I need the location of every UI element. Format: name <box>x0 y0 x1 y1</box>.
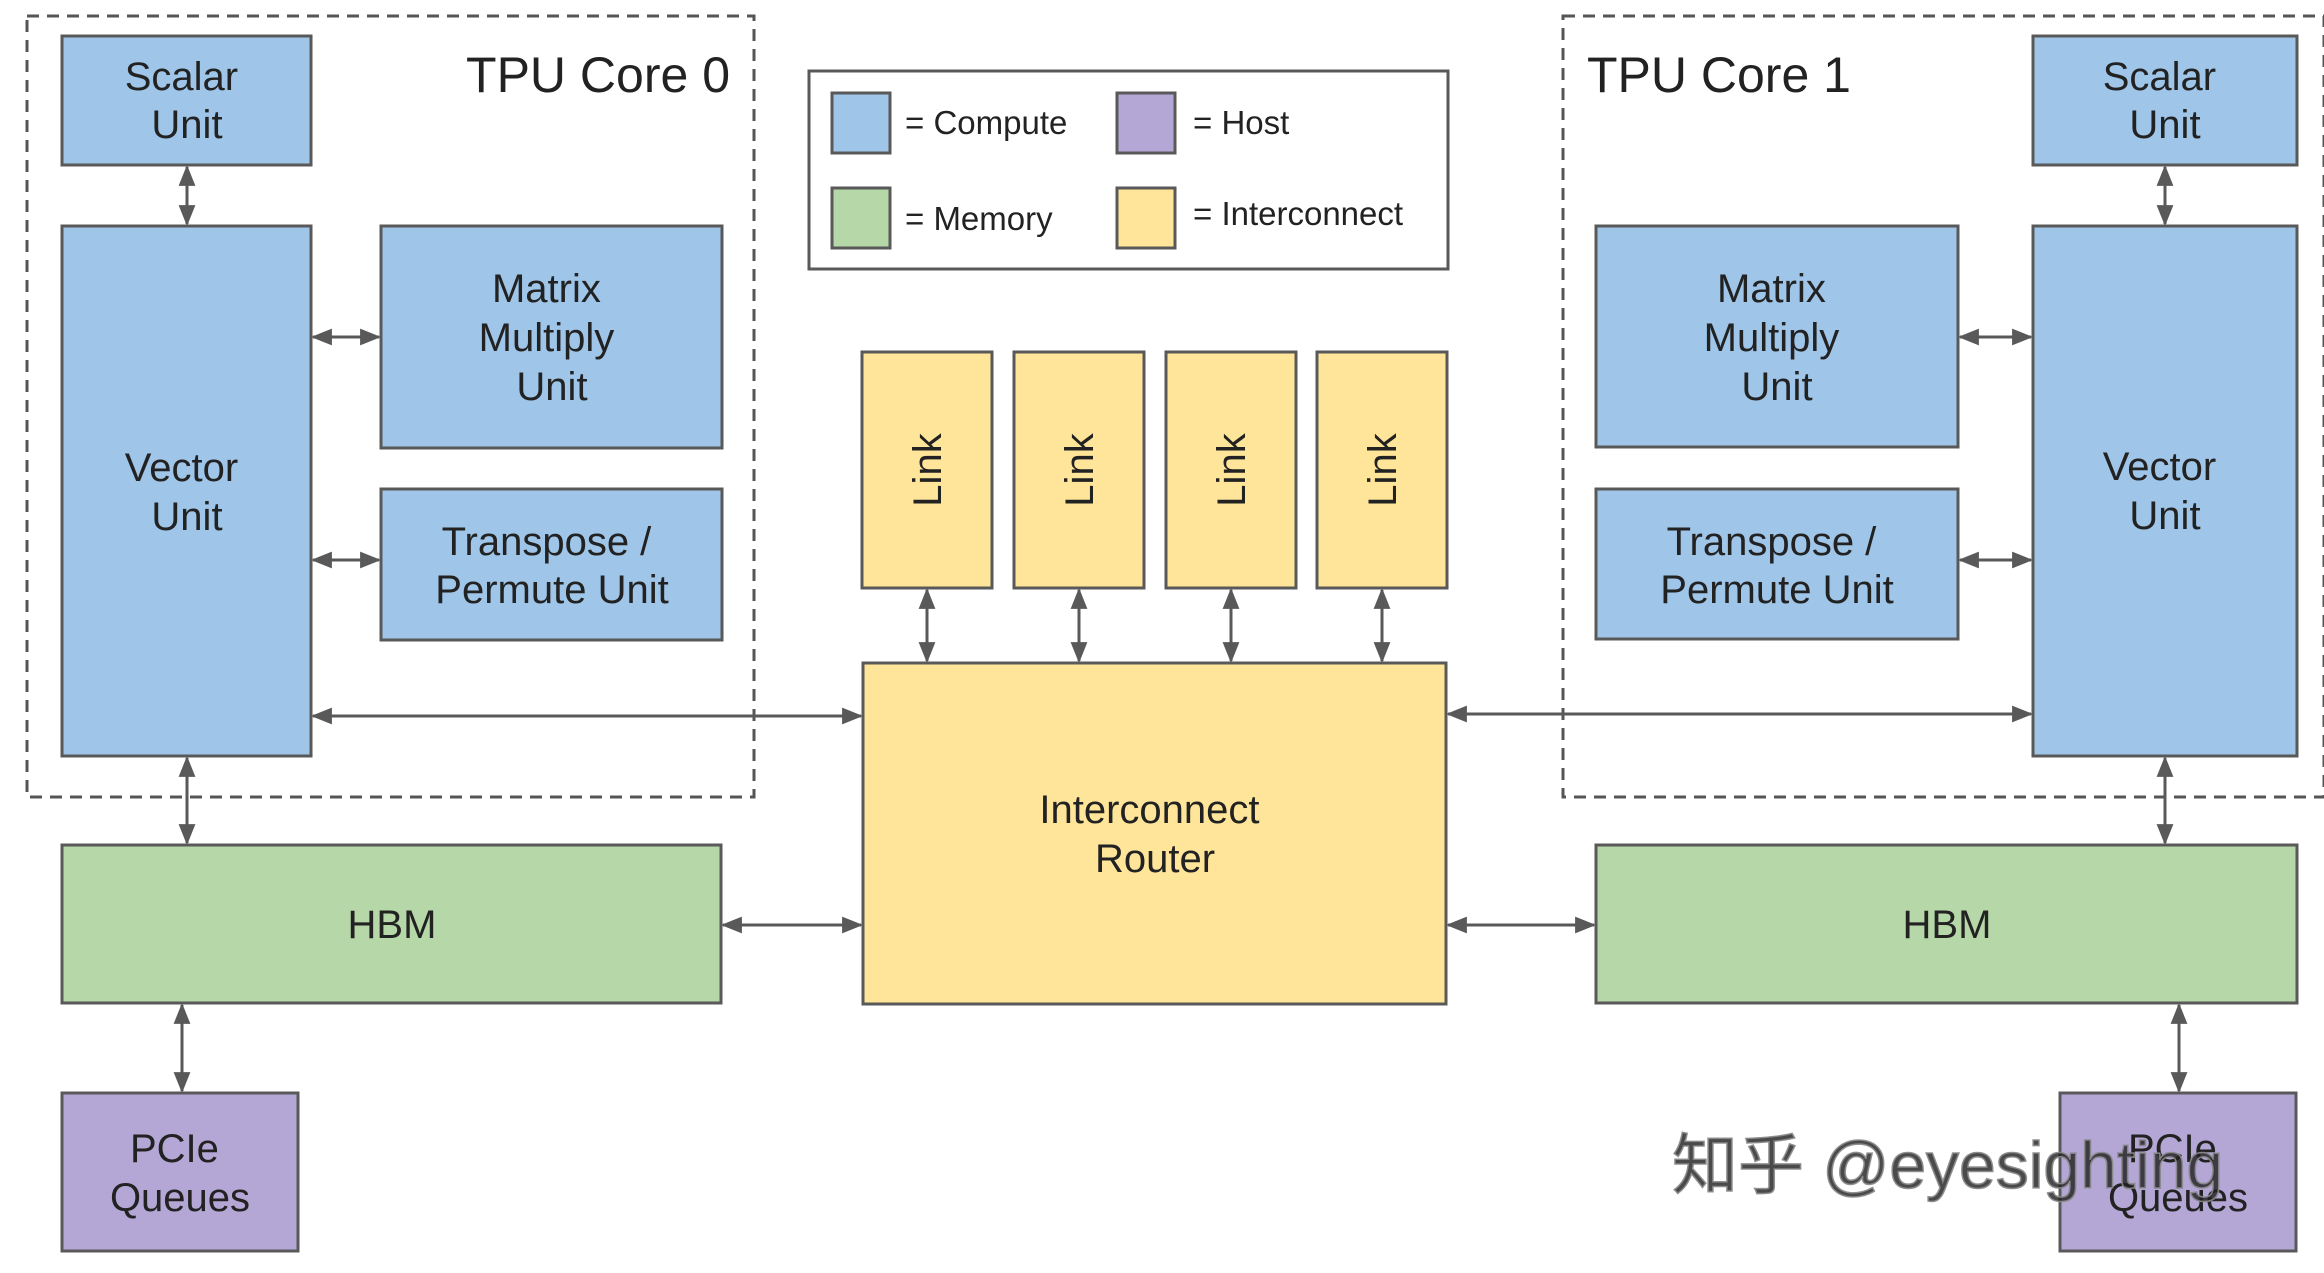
core0-scalar-line2: Unit <box>151 103 222 147</box>
link-3-label: Link <box>1210 432 1254 506</box>
svg-text:Transpose / Permute Unit: Transpose / Permute Unit <box>435 520 668 612</box>
router-line2: Router <box>1095 837 1215 881</box>
core0-transpose-permute-unit <box>379 487 724 642</box>
watermark: 知乎 @eyesighting <box>1672 1128 2223 1202</box>
core1-matrix-line3: Unit <box>1741 365 1812 409</box>
legend-host-label: = Host <box>1193 104 1289 141</box>
core1-matrix-line2: Multiply <box>1704 316 1840 360</box>
core0-frame <box>25 14 756 799</box>
core0-transpose-line2: Permute Unit <box>435 568 668 612</box>
link-1 <box>860 350 994 590</box>
hbm-right-label: HBM <box>1903 903 1992 947</box>
core1-transpose-line2: Permute Unit <box>1660 568 1893 612</box>
legend-memory-label: = Memory <box>905 200 1053 237</box>
svg-text:Vector Unit: Vector Unit <box>125 446 250 539</box>
core1-matrix-multiply-unit <box>1594 224 1960 449</box>
link-2-label: Link <box>1058 432 1102 506</box>
svg-text:PCIe Queues: PCIe Queues <box>2108 1127 2248 1220</box>
core0-transpose-line1: Transpose / <box>442 520 653 564</box>
core1-frame <box>1561 14 2324 799</box>
svg-text:Scalar Unit: Scalar Unit <box>2103 55 2228 147</box>
link-4-label: Link <box>1361 432 1405 506</box>
legend-compute-label: = Compute <box>905 104 1067 141</box>
core0-matrix-line2: Multiply <box>479 316 615 360</box>
router-line1: Interconnect <box>1039 788 1259 832</box>
legend-compute-swatch <box>830 91 892 155</box>
legend-interconnect-label: = Interconnect <box>1193 195 1403 232</box>
link-3 <box>1164 350 1298 590</box>
svg-text:Vector Unit: Vector Unit <box>2103 445 2228 538</box>
legend-host-swatch <box>1115 91 1177 155</box>
core0-matrix-line1: Matrix <box>492 267 601 311</box>
core1-transpose-permute-unit <box>1594 487 1960 641</box>
pcie-queues-left <box>60 1091 300 1253</box>
legend-interconnect-swatch <box>1115 186 1177 250</box>
hbm-left <box>60 843 723 1005</box>
core0-matrix-line3: Unit <box>516 365 587 409</box>
legend-memory-swatch <box>830 186 892 250</box>
core1-scalar-line2: Unit <box>2129 103 2200 147</box>
hbm-right <box>1594 843 2299 1005</box>
core0-vector-line1: Vector <box>125 446 238 490</box>
interconnect-router <box>861 661 1448 1006</box>
svg-text:Transpose / Permute Unit: Transpose / Permute Unit <box>1660 520 1893 612</box>
pcie-left-line2: Queues <box>110 1176 250 1220</box>
svg-text:Matrix Multiply Unit: Matrix Multiply Unit <box>479 267 626 409</box>
core0-vector-line2: Unit <box>151 495 222 539</box>
core1-scalar-line1: Scalar <box>2103 55 2216 99</box>
core1-vector-line1: Vector <box>2103 445 2216 489</box>
pcie-right-line1: PCIe <box>2128 1127 2217 1171</box>
svg-text:Matrix Multiply Unit: Matrix Multiply Unit <box>1704 267 1851 409</box>
link-1-label: Link <box>906 432 950 506</box>
core1-title: TPU Core 1 <box>1587 47 1851 103</box>
core0-title: TPU Core 0 <box>466 47 730 103</box>
core0-scalar-line1: Scalar <box>125 55 238 99</box>
pcie-left-line1: PCIe <box>130 1127 219 1171</box>
svg-text:Scalar Unit: Scalar Unit <box>125 55 250 147</box>
core1-vector-line2: Unit <box>2129 494 2200 538</box>
core1-transpose-line1: Transpose / <box>1667 520 1878 564</box>
core1-matrix-line1: Matrix <box>1717 267 1826 311</box>
svg-text:Interconnect Router: Interconnect Router <box>1039 788 1270 881</box>
core1-vector-unit <box>2031 224 2299 758</box>
pcie-right-line2: Queues <box>2108 1176 2248 1220</box>
svg-text:PCIe Queues: PCIe Queues <box>110 1127 250 1220</box>
core0-vector-unit <box>60 224 313 758</box>
hbm-left-label: HBM <box>348 903 437 947</box>
link-2 <box>1012 350 1146 590</box>
core0-matrix-multiply-unit <box>379 224 724 450</box>
link-4 <box>1315 350 1449 590</box>
